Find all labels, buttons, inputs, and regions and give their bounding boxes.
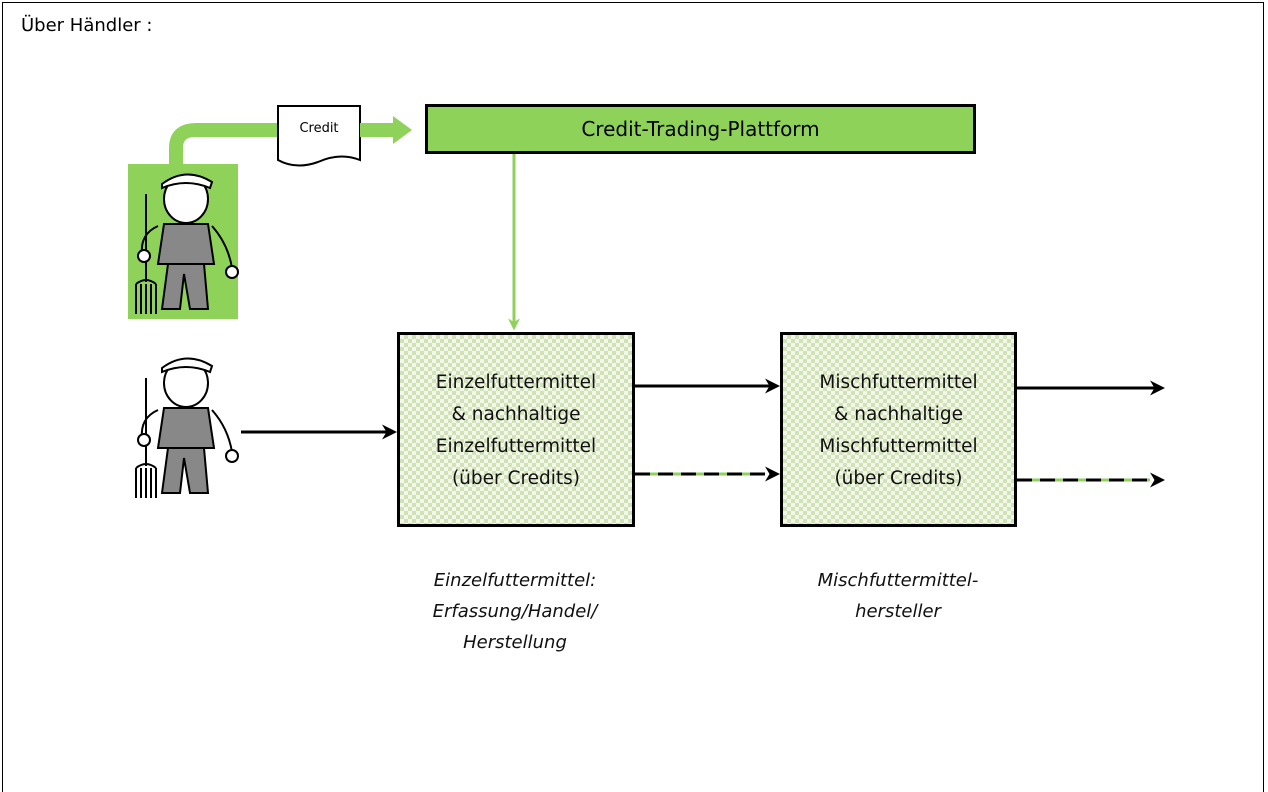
box-mischfuttermittel: Mischfuttermittel & nachhaltige Mischfut… [780,332,1017,527]
box-line: Einzelfuttermittel [435,435,597,457]
credit-document-shape [277,105,361,167]
caption-einzelfuttermittel: Einzelfuttermittel: Erfassung/Handel/ He… [380,565,650,658]
caption-line: Herstellung [463,632,567,653]
farmer-icon [128,164,239,319]
platform-label: Credit-Trading-Plattform [581,117,820,141]
page-title: Über Händler : [21,15,153,36]
box-line: (über Credits) [834,467,963,489]
caption-line: Erfassung/Handel/ [432,601,598,622]
box-line: & nachhaltige [451,403,581,425]
caption-line: hersteller [855,601,941,622]
box-line: Mischfuttermittel [819,435,978,457]
caption-line: Einzelfuttermittel: [433,570,597,591]
credit-to-platform-arrow [360,116,412,144]
credit-trading-platform: Credit-Trading-Plattform [425,104,976,154]
box-line: & nachhaltige [834,403,963,425]
box-line: Mischfuttermittel [819,371,978,393]
farmer-to-credit-connector [169,123,278,170]
box-line: Einzelfuttermittel [435,371,597,393]
box-einzelfuttermittel: Einzelfuttermittel & nachhaltige Einzelf… [397,332,635,527]
farmer-icon [135,357,239,498]
caption-line: Mischfuttermittel- [817,570,979,591]
box-line: (über Credits) [451,467,581,489]
credit-document-label: Credit [299,121,339,136]
caption-mischfuttermittel: Mischfuttermittel- hersteller [760,565,1036,627]
